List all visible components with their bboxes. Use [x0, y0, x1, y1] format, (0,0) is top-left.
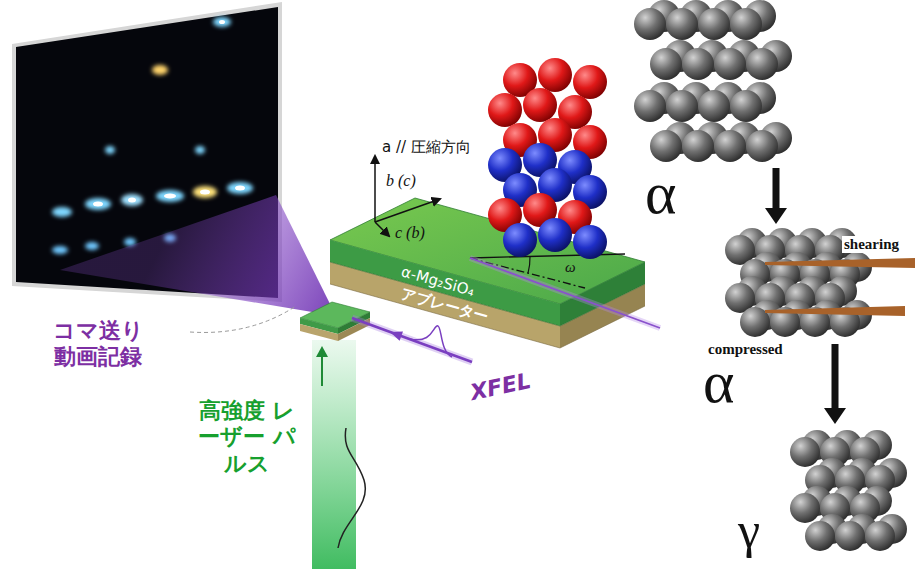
alpha-stack-part	[746, 48, 778, 80]
alpha-stack-part	[634, 8, 666, 40]
detector-screen-part-part	[85, 198, 111, 210]
detector-screen-part-part	[213, 17, 231, 27]
detector-screen-part-part	[235, 186, 245, 191]
small-sample-part	[300, 324, 338, 341]
xfel-beam-part	[352, 318, 472, 362]
incidence-geometry-part	[470, 258, 660, 328]
alpha-stack-part	[714, 48, 746, 80]
alpha-stack-part	[666, 90, 698, 122]
crystal-axes-part	[375, 199, 440, 222]
sample-slab	[330, 198, 645, 348]
phase-label: α	[645, 163, 676, 223]
transition-arrow	[824, 344, 846, 424]
incidence-geometry	[470, 254, 660, 328]
alpha-stack-part	[682, 130, 714, 162]
diffraction-cone-part	[190, 306, 296, 332]
detector-screen-part-part	[52, 207, 72, 217]
laser-label: 高強度 レーザー パルス	[196, 398, 298, 477]
phase-label: γ	[738, 505, 760, 555]
detector-screen-part-part	[152, 65, 168, 75]
axis-label: b (c)	[386, 172, 416, 190]
annotation-label: compressed	[706, 341, 785, 358]
crystal-axes-part	[375, 222, 389, 236]
detector-screen-part-part	[219, 20, 225, 24]
atom-cluster-part	[488, 93, 522, 127]
detector-screen-part-part	[121, 194, 143, 206]
laser-pulse-part	[316, 346, 328, 357]
atom-cluster-part	[538, 58, 572, 92]
alpha-stack	[634, 0, 792, 162]
gamma-stack-part	[835, 521, 865, 551]
gamma-stack-part	[790, 493, 820, 523]
incidence-geometry-part	[470, 258, 660, 328]
alpha-stack-part	[698, 8, 730, 40]
detector-screen-part-part	[93, 202, 103, 207]
alpha-stack-part	[682, 48, 714, 80]
alpha-stack-part	[730, 8, 762, 40]
detector-screen-part-part	[164, 194, 176, 199]
beam-label: XFEL	[468, 368, 533, 405]
annotation-label: shearing	[842, 236, 901, 253]
alpha-stack-part	[650, 130, 682, 162]
atom-cluster-part	[573, 225, 607, 259]
detector-screen-part-part	[156, 190, 184, 202]
atom-cluster-part	[538, 218, 572, 252]
xfel-beam-part	[352, 318, 472, 362]
alpha-stack-part	[666, 8, 698, 40]
phase-label: α	[703, 352, 734, 412]
detector-screen-part-part	[85, 242, 99, 250]
laser-pulse-part	[321, 354, 323, 386]
alpha-stack-part	[746, 130, 778, 162]
caption-label: コマ送り 動画記録	[46, 318, 150, 371]
compressed-stack	[725, 228, 915, 337]
detector-screen-part	[93, 20, 245, 207]
atom-cluster-part	[573, 65, 607, 99]
detector-screen-part-part	[200, 190, 210, 195]
alpha-stack-part	[730, 90, 762, 122]
alpha-stack-part	[714, 130, 746, 162]
atom-cluster	[488, 58, 607, 259]
incidence-geometry-part	[528, 256, 530, 273]
detector-screen-part-part	[195, 146, 205, 154]
gamma-stack	[790, 430, 907, 551]
laser-pulse	[312, 340, 365, 569]
crystal-axes-part	[374, 156, 376, 222]
xfel-beam-part	[390, 331, 403, 340]
compressed-stack-part	[765, 306, 905, 316]
compressed-stack-part	[765, 258, 915, 268]
atom-cluster-part	[523, 88, 557, 122]
diffraction-cone-part	[60, 195, 336, 316]
diffraction-cone	[60, 195, 336, 332]
detector-screen-part-part	[227, 182, 253, 194]
detector-screen-part-part	[128, 198, 136, 203]
sample-slab-part	[330, 284, 645, 348]
axis-label: a // 圧縮方向	[382, 138, 471, 156]
laser-pulse-part	[338, 428, 365, 548]
angle-label: ω	[565, 259, 576, 275]
detector-screen-part-part	[193, 186, 217, 198]
xfel-beam	[352, 318, 472, 362]
atom-cluster-part	[503, 223, 537, 257]
gamma-stack-part	[865, 521, 895, 551]
atom-stack: γ	[790, 428, 908, 556]
incidence-geometry-part	[470, 254, 625, 258]
sample-slab-part	[330, 262, 560, 348]
detector-screen-part-part	[52, 246, 68, 254]
atom-stack: α	[628, 0, 796, 162]
gamma-stack-part	[790, 437, 820, 467]
alpha-stack-part	[634, 90, 666, 122]
axis-label: c (b)	[395, 224, 425, 242]
xfel-beam-part	[410, 326, 452, 357]
transition-arrow	[765, 168, 787, 224]
gamma-stack-part	[805, 521, 835, 551]
alpha-stack-part	[698, 90, 730, 122]
laser-pulse-part	[312, 340, 356, 569]
detector-screen-part-part	[105, 146, 115, 154]
alpha-stack-part	[650, 48, 682, 80]
